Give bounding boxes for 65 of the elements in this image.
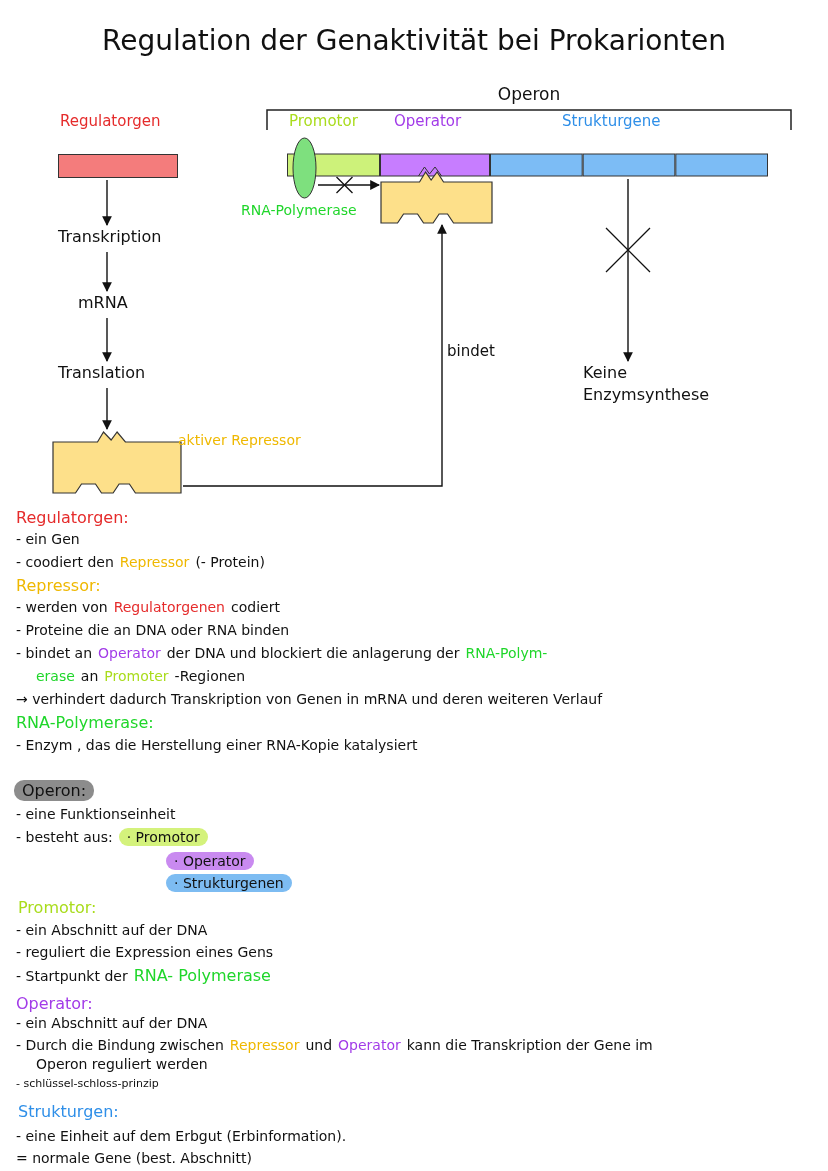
note-text: - ein Abschnitt auf der DNA [16, 1015, 208, 1031]
step-label: Transkription [58, 226, 193, 250]
note-text: RNA-Polym- [465, 645, 548, 661]
node-label: Promotor [289, 112, 358, 130]
note-text: - coodiert den [16, 554, 114, 570]
note-text: - eine Einheit auf dem Erbgut (Erbinformation). [16, 1128, 347, 1144]
node-label: Regulatorgen [60, 112, 161, 130]
page-title: Regulation der Genaktivität bei Prokarionten [100, 24, 728, 57]
arrow [102, 251, 112, 292]
highlighted-term: Operon: [14, 780, 95, 801]
note-text: - eine Funktionseinheit [16, 806, 176, 822]
arrow [182, 224, 447, 487]
note-text: kann die Transkription der Gene im [406, 1037, 653, 1053]
note-text: - Startpunkt der [16, 967, 128, 984]
note-text: Repressor [119, 554, 190, 570]
arrow [102, 179, 112, 226]
section-heading: Operator: [16, 994, 93, 1013]
node-caption: RNA-Polymerase [241, 202, 358, 218]
section-heading: Repressor: [16, 576, 101, 595]
note-text: erase [36, 668, 75, 684]
note-text: der DNA und blockiert die anlagerung der [166, 645, 460, 661]
step-label: mRNA [78, 292, 138, 316]
note-text: (- Protein) [195, 554, 265, 570]
note-text: - Proteine die an DNA oder RNA binden [16, 622, 290, 638]
section-heading: Promotor: [18, 898, 97, 917]
note-text: - ein Gen [16, 531, 80, 547]
note-text: -Regionen [174, 668, 246, 684]
rna-polymerase-ellipse [292, 137, 317, 199]
note-text: Repressor [229, 1037, 300, 1053]
section-heading: Strukturgen: [18, 1102, 119, 1121]
highlighted-term: · Promotor [118, 828, 208, 846]
note-text: Operator [338, 1037, 401, 1053]
arrow [623, 178, 633, 362]
note-text: → verhindert dadurch Transkription von Genen in mRNA und deren weiteren Verlauf [16, 691, 603, 707]
note-text: - reguliert die Expression eines Gens [16, 944, 274, 960]
note-text: Operator [98, 645, 161, 661]
step-label: Keine Enzymsynthese [583, 362, 733, 408]
highlighted-term: · Strukturgenen [166, 874, 292, 892]
node-label: Operator [394, 112, 462, 130]
note-text: codiert [231, 599, 280, 615]
node-label: Operon [496, 84, 562, 104]
arrow [102, 317, 112, 362]
arrow [102, 387, 112, 430]
note-text: - Enzym , das die Herstellung einer RNA-Kopie katalysiert [16, 737, 418, 753]
section-heading: Regulatorgen: [16, 508, 129, 527]
note-text: Regulatorgenen [113, 599, 225, 615]
note-text: - werden von [16, 599, 108, 615]
note-text: - ein Abschnitt auf der DNA [16, 922, 208, 938]
note-text: Promoter [104, 668, 169, 684]
node-caption: aktiver Repressor [178, 432, 302, 448]
note-text: und [305, 1037, 333, 1053]
repressor-shape [380, 170, 493, 224]
note-text: - schlüssel-schloss-prinzip [16, 1077, 159, 1090]
note-text: = normale Gene (best. Abschnitt) [16, 1150, 252, 1166]
arrow [317, 180, 380, 190]
node-label: Strukturgene [562, 112, 661, 130]
note-text: - bindet an [16, 645, 93, 661]
note-text: - Durch die Bindung zwischen [16, 1037, 224, 1053]
section-heading: RNA- Polymerase [133, 966, 271, 985]
note-text: Operon reguliert werden [36, 1056, 208, 1072]
note-text: an [80, 668, 99, 684]
step-label: Translation [58, 362, 173, 386]
section-heading: RNA-Polymerase: [16, 713, 154, 732]
highlighted-term: · Operator [166, 852, 254, 870]
note-text: - besteht aus: [16, 829, 113, 845]
